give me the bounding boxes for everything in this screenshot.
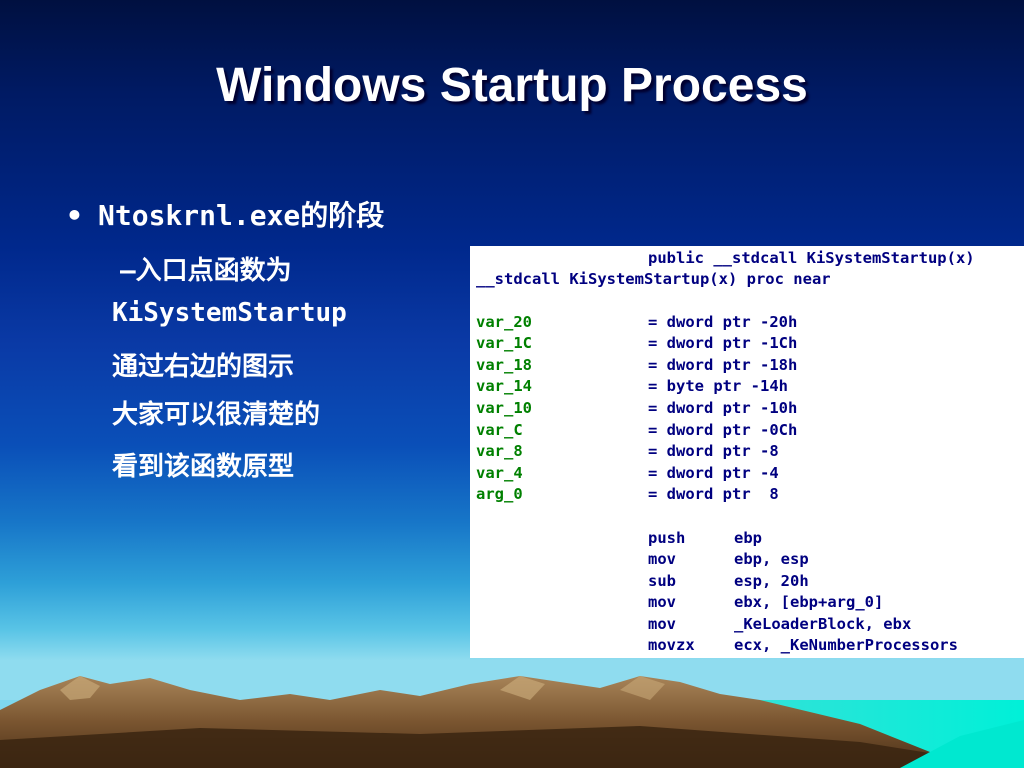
sub-bullet-line-5: 看到该函数原型 [112, 452, 295, 482]
code-var-name: var_8 [476, 442, 523, 460]
code-var-def: = dword ptr -0Ch [648, 421, 798, 439]
code-var-def: = dword ptr -4 [648, 464, 779, 482]
sub-bullet-line-2: KiSystemStartup [112, 298, 347, 328]
code-instr-op: movzx [648, 636, 695, 654]
code-instr-op: mov [648, 615, 676, 633]
code-instr-op: push [648, 529, 686, 547]
code-instr-args: _KeLoaderBlock, ebx [734, 615, 912, 633]
sub-bullet-dash: – [120, 256, 136, 286]
code-var-def: = dword ptr -18h [648, 356, 798, 374]
code-var-name: var_20 [476, 313, 532, 331]
code-instr-op: sub [648, 572, 676, 590]
bullet-symbol: • [66, 199, 83, 232]
code-var-def: = dword ptr -8 [648, 442, 779, 460]
code-var-name: var_1C [476, 334, 532, 352]
code-var-name: arg_0 [476, 485, 523, 503]
code-var-def: = dword ptr 8 [648, 485, 779, 503]
sub-bullet-text: 入口点函数为 [135, 256, 292, 286]
code-instr-op: mov [648, 593, 676, 611]
code-var-name: var_18 [476, 356, 532, 374]
bullet-item: • Ntoskrnl.exe的阶段 [66, 194, 384, 234]
bullet-text: Ntoskrnl.exe的阶段 [98, 199, 385, 232]
code-instr-op: mov [648, 550, 676, 568]
code-var-def: = dword ptr -1Ch [648, 334, 798, 352]
code-instr-args: ebp, esp [734, 550, 809, 568]
disassembly-image: public __stdcall KiSystemStartup(x) __st… [470, 246, 1024, 658]
slide-title: Windows Startup Process [216, 59, 808, 112]
code-instr-args: ebp [734, 529, 762, 547]
code-var-name: var_4 [476, 464, 523, 482]
code-proc-line: __stdcall KiSystemStartup(x) proc near [476, 270, 831, 288]
code-instr-args: esp, 20h [734, 572, 809, 590]
code-public-line: public __stdcall KiSystemStartup(x) [648, 249, 975, 267]
code-var-name: var_14 [476, 377, 532, 395]
sub-bullet-line-3: 通过右边的图示 [112, 352, 295, 382]
code-instr-args: ebx, [ebp+arg_0] [734, 593, 884, 611]
code-var-name: var_10 [476, 399, 532, 417]
code-var-def: = dword ptr -20h [648, 313, 798, 331]
code-var-name: var_C [476, 421, 523, 439]
sub-bullet-line-4: 大家可以很清楚的 [112, 400, 321, 430]
sub-bullet-line-1: –入口点函数为 [120, 250, 292, 287]
code-instr-args: ecx, _KeNumberProcessors [734, 636, 958, 654]
code-var-def: = dword ptr -10h [648, 399, 798, 417]
code-var-def: = byte ptr -14h [648, 377, 788, 395]
